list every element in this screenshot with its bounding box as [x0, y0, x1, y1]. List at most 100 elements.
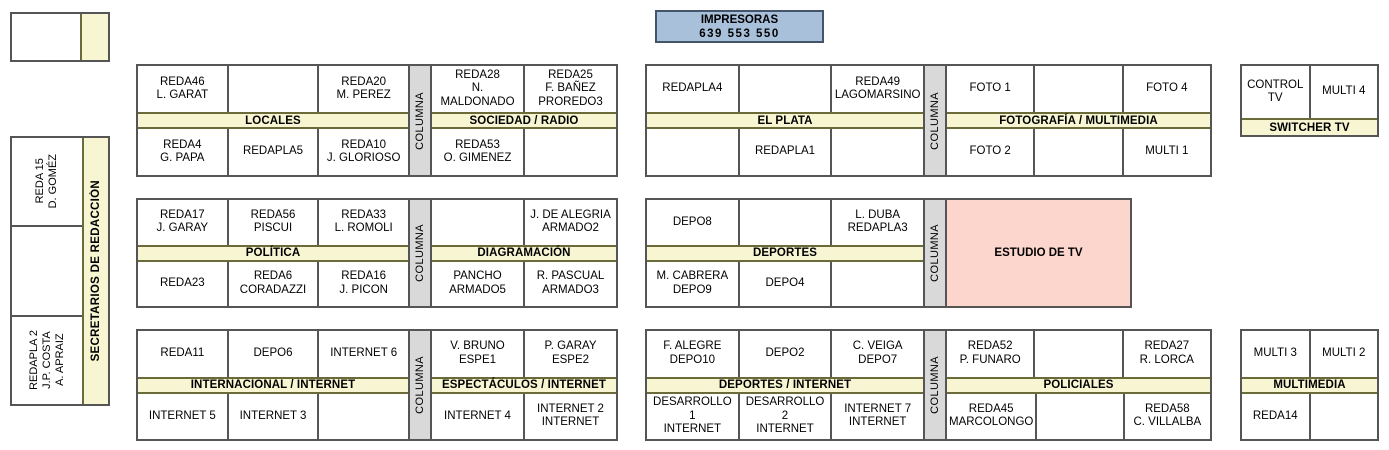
desk-cell[interactable]: INTERNET 5: [138, 393, 229, 439]
desk-cell[interactable]: MULTI 3: [1242, 331, 1311, 377]
desk-cell[interactable]: DESARROLLO 2 INTERNET: [739, 393, 833, 439]
desk-cell[interactable]: MULTI 1: [1123, 129, 1210, 175]
group-fotografia-top-row: FOTO 1 FOTO 4: [947, 66, 1210, 112]
columna-label: COLUMNA: [929, 91, 941, 150]
columna-label: COLUMNA: [414, 91, 426, 150]
group-locales: REDA46 L. GARAT REDA20 M. PEREZ LOCALES …: [138, 66, 409, 175]
desk-cell[interactable]: P. GARAY ESPE2: [525, 331, 616, 377]
desk-cell[interactable]: R. PASCUAL ARMADO3: [525, 261, 616, 306]
desk-cell[interactable]: FOTO 4: [1123, 66, 1210, 112]
desk-cell[interactable]: REDA11: [138, 331, 229, 377]
section-label-multimedia: MULTIMEDIA: [1242, 376, 1377, 394]
desk-cell[interactable]: M. CABRERA DEPO9: [647, 261, 740, 306]
desk-cell[interactable]: [228, 66, 320, 112]
desk-cell[interactable]: CONTROL TV: [1242, 66, 1311, 118]
desk-cell[interactable]: REDA16 J. PICON: [319, 261, 409, 306]
block-elplata-fotografia: REDAPLA4 REDA49 LAGOMARSINO EL PLATA RED…: [645, 64, 1212, 177]
columna-divider: COLUMNA: [923, 200, 947, 306]
group-deportesinternet-top-row: F. ALEGRE DEPO10 DEPO2 C. VEIGA DEPO7: [647, 331, 924, 377]
sidebar-desk[interactable]: REDAPLA 2 J.P. COSTA A. APRAIZ: [12, 316, 82, 404]
desk-cell[interactable]: REDA56 PISCUI: [228, 200, 320, 245]
desk-cell[interactable]: REDAPLA5: [228, 129, 320, 175]
desk-cell[interactable]: REDA14: [1242, 393, 1311, 439]
desk-cell[interactable]: FOTO 2: [947, 129, 1036, 175]
columna-label: COLUMNA: [414, 224, 426, 282]
group-internacional-top-row: REDA11 DEPO6 INTERNET 6: [138, 331, 409, 377]
desk-cell[interactable]: REDA28 N. MALDONADO: [432, 66, 525, 112]
desk-cell[interactable]: L. DUBA REDAPLA3: [832, 200, 924, 245]
desk-cell[interactable]: INTERNET 3: [228, 393, 320, 439]
desk-cell[interactable]: DEPO8: [647, 200, 740, 245]
desk-cell[interactable]: DESARROLLO 1 INTERNET: [647, 393, 740, 439]
desk-cell[interactable]: INTERNET 6: [319, 331, 409, 377]
desk-cell[interactable]: REDA46 L. GARAT: [138, 66, 229, 112]
sidebar-desk[interactable]: REDA 15 D. GOMÉZ: [12, 138, 82, 228]
desk-cell[interactable]: REDA17 J. GARAY: [138, 200, 229, 245]
estudio-de-tv-area[interactable]: ESTUDIO DE TV: [947, 200, 1130, 306]
desk-cell[interactable]: REDA58 C. VILLALBA: [1124, 393, 1210, 439]
sidebar-section-label-text: SECRETARIOS DE REDACCIÓN: [90, 180, 102, 362]
desk-cell[interactable]: REDA6 CORADAZZI: [228, 261, 320, 306]
desk-cell[interactable]: DEPO2: [739, 331, 833, 377]
desk-cell[interactable]: [525, 129, 616, 175]
group-deportes: DEPO8 L. DUBA REDAPLA3 DEPORTES M. CABRE…: [647, 200, 924, 306]
desk-cell[interactable]: DEPO4: [739, 261, 833, 306]
desk-cell[interactable]: [739, 66, 833, 112]
desk-cell[interactable]: MULTI 4: [1310, 66, 1377, 118]
desk-cell[interactable]: J. DE ALEGRIA ARMADO2: [525, 200, 616, 245]
section-label-diagramacion: DIAGRAMACIÓN: [432, 244, 616, 262]
desk-cell[interactable]: [1035, 331, 1124, 377]
group-politica-top-row: REDA17 J. GARAY REDA56 PISCUI REDA33 L. …: [138, 200, 409, 245]
sidebar-desk-label: REDA 15 D. GOMÉZ: [34, 154, 59, 209]
section-label-sociedad-radio: SOCIEDAD / RADIO: [432, 112, 616, 129]
desk-cell[interactable]: INTERNET 4: [432, 393, 525, 439]
desk-cell[interactable]: REDA33 L. ROMOLI: [319, 200, 409, 245]
desk-cell[interactable]: [647, 129, 740, 175]
printers-header: IMPRESORAS 639 553 550: [655, 10, 824, 43]
top-left-yellow-strip: [80, 14, 108, 60]
desk-cell[interactable]: [832, 129, 924, 175]
desk-cell[interactable]: [1037, 393, 1125, 439]
top-left-empty-box: [10, 12, 110, 62]
desk-cell[interactable]: FOTO 1: [947, 66, 1036, 112]
desk-cell[interactable]: [1310, 393, 1377, 439]
desk-cell[interactable]: REDA53 O. GIMENEZ: [432, 129, 525, 175]
desk-cell[interactable]: [432, 200, 525, 245]
desk-cell[interactable]: REDA52 P. FUNARO: [947, 331, 1036, 377]
desk-cell[interactable]: [319, 393, 409, 439]
section-label-el-plata: EL PLATA: [647, 112, 923, 129]
desk-cell[interactable]: REDAPLA1: [739, 129, 833, 175]
desk-cell[interactable]: [1035, 66, 1124, 112]
printers-title: IMPRESORAS: [700, 13, 779, 26]
sidebar-desk-label: REDAPLA 2 J.P. COSTA A. APRAIZ: [27, 330, 66, 391]
sidebar-desk[interactable]: [12, 227, 82, 317]
desk-cell[interactable]: PANCHO ARMADO5: [432, 261, 525, 306]
desk-cell[interactable]: REDAPLA4: [647, 66, 740, 112]
desk-cell[interactable]: REDA49 LAGOMARSINO: [832, 66, 924, 112]
desk-cell[interactable]: REDA27 R. LORCA: [1123, 331, 1210, 377]
printers-numbers: 639 553 550: [699, 27, 780, 40]
desk-cell[interactable]: [739, 200, 833, 245]
section-label-deportes: DEPORTES: [647, 244, 923, 262]
desk-cell[interactable]: REDA20 M. PEREZ: [319, 66, 409, 112]
desk-cell[interactable]: REDA4 G. PAPA: [138, 129, 229, 175]
desk-cell[interactable]: C. VEIGA DEPO7: [832, 331, 924, 377]
block-politica-diagramacion: REDA17 J. GARAY REDA56 PISCUI REDA33 L. …: [136, 198, 618, 308]
desk-cell[interactable]: REDA25 F. BAÑEZ PROREDO3: [525, 66, 616, 112]
desk-cell[interactable]: [1035, 129, 1124, 175]
desk-cell[interactable]: REDA10 J. GLORIOSO: [319, 129, 409, 175]
desk-cell[interactable]: MULTI 2: [1310, 331, 1377, 377]
desk-cell[interactable]: F. ALEGRE DEPO10: [647, 331, 740, 377]
desk-cell[interactable]: REDA23: [138, 261, 229, 306]
section-label-internacional-internet: INTERNACIONAL / INTERNET: [138, 376, 408, 394]
columna-divider: COLUMNA: [923, 66, 947, 175]
desk-cell[interactable]: [832, 261, 924, 306]
desk-cell[interactable]: DEPO6: [228, 331, 320, 377]
group-locales-bottom-row: REDA4 G. PAPA REDAPLA5 REDA10 J. GLORIOS…: [138, 129, 409, 175]
desk-cell[interactable]: V. BRUNO ESPE1: [432, 331, 525, 377]
sidebar-section-label: SECRETARIOS DE REDACCIÓN: [82, 138, 108, 404]
desk-cell[interactable]: INTERNET 2 INTERNET: [525, 393, 616, 439]
desk-cell[interactable]: INTERNET 7 INTERNET: [832, 393, 924, 439]
group-diagramacion-top-row: J. DE ALEGRIA ARMADO2: [432, 200, 616, 245]
desk-cell[interactable]: REDA45 MARCOLONGO: [947, 393, 1038, 439]
